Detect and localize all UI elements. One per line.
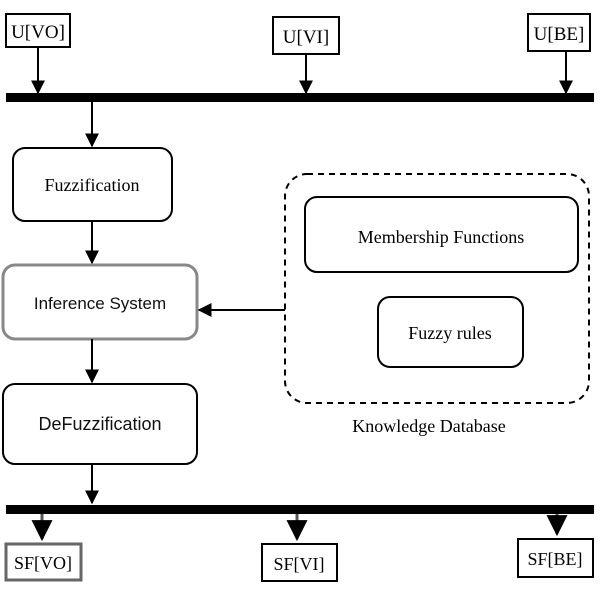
knowledge-database-container (284, 173, 590, 404)
output-box-vo: SF[VO] (4, 542, 83, 582)
input-box-be: U[BE] (527, 13, 591, 52)
fuzzy-rules-block: Fuzzy rules (377, 296, 524, 368)
output-box-be: SF[BE] (517, 538, 594, 578)
input-label-vo: U[VO] (11, 22, 65, 43)
input-bus-bar (6, 93, 594, 102)
inference-system-block: Inference System (1, 263, 199, 341)
membership-functions-block: Membership Functions (304, 196, 579, 273)
input-box-vi: U[VI] (272, 16, 340, 55)
input-box-vo: U[VO] (5, 13, 71, 48)
output-label-vo: SF[VO] (14, 553, 72, 573)
defuzzification-block: DeFuzzification (2, 383, 198, 465)
output-label-vi: SF[VI] (273, 554, 324, 574)
defuzzification-label: DeFuzzification (38, 414, 161, 434)
fuzzification-label: Fuzzification (45, 175, 140, 195)
output-bus-bar (6, 505, 594, 514)
membership-functions-label: Membership Functions (358, 227, 525, 247)
input-label-vi: U[VI] (283, 27, 329, 48)
input-label-be: U[BE] (534, 24, 585, 45)
output-label-be: SF[BE] (527, 549, 582, 569)
output-box-vi: SF[VI] (261, 543, 338, 582)
knowledge-database-label: Knowledge Database (352, 416, 505, 436)
fuzzy-rules-label: Fuzzy rules (408, 323, 491, 343)
fuzzification-block: Fuzzification (12, 147, 173, 222)
inference-system-label: Inference System (34, 294, 166, 313)
